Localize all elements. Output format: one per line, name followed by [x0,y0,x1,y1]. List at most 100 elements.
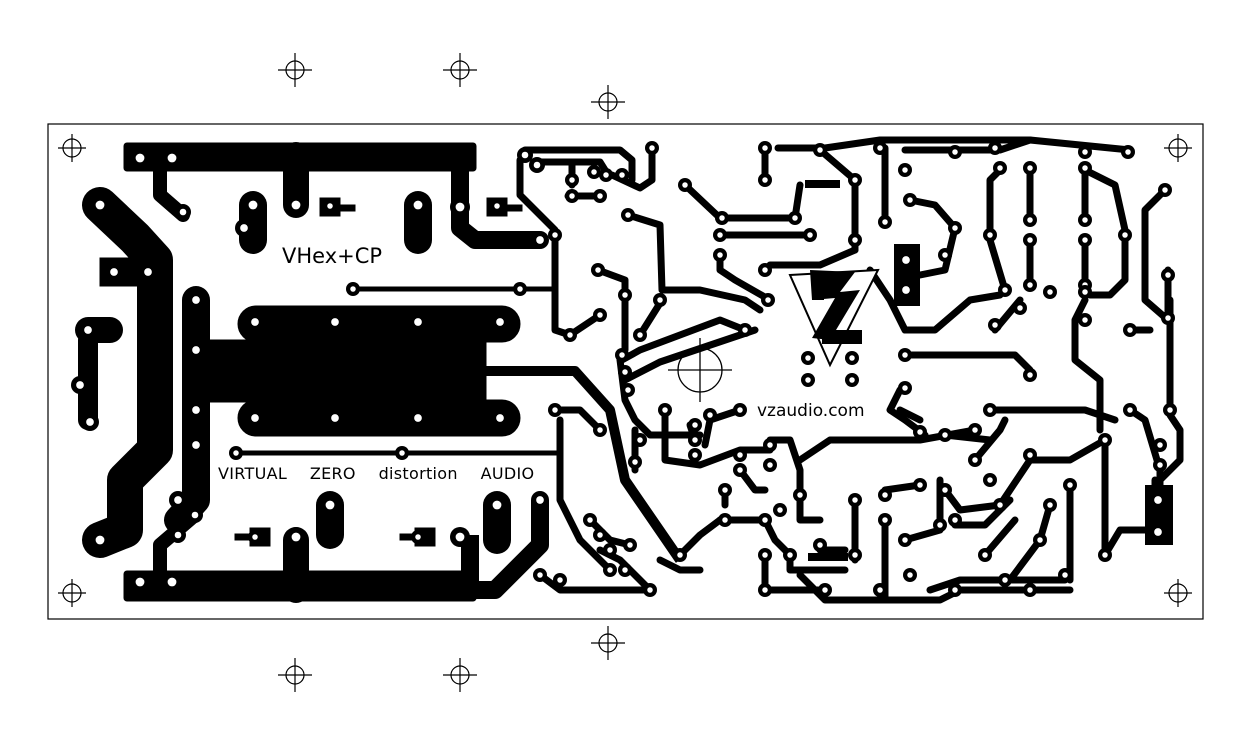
pad [621,208,635,222]
pad [79,321,97,339]
pad [713,248,727,262]
pad [618,365,632,379]
pad [763,438,777,452]
pad [903,193,917,207]
pad [395,446,409,460]
pad [813,538,827,552]
mounting-hole-icon [1164,579,1192,607]
pad [763,458,777,472]
pad [1123,403,1137,417]
pad [633,433,647,447]
pad [818,583,832,597]
pad [813,143,827,157]
pad [773,503,787,517]
pad [187,341,205,359]
pad [587,165,601,179]
pad [933,518,947,532]
pad [450,527,470,547]
pad [1058,568,1072,582]
pad [326,409,344,427]
pad [688,433,702,447]
pad [978,548,992,562]
pad [1013,301,1027,315]
pad [1043,285,1057,299]
pad [169,491,187,509]
pad [718,513,732,527]
pad [618,563,632,577]
pad [409,409,427,427]
pad [615,348,629,362]
pad [1023,213,1037,227]
pad [658,403,672,417]
pad [715,211,729,225]
pad [105,263,123,281]
pad [187,401,205,419]
pad [1023,368,1037,382]
pad [983,228,997,242]
pad [948,513,962,527]
pad [1078,313,1092,327]
pad [513,282,527,296]
pad [491,313,509,331]
pad [1163,403,1177,417]
website-label: vzaudio.com [757,401,865,421]
pad [323,199,337,213]
pad [533,568,547,582]
pad [758,513,772,527]
pad [1161,268,1175,282]
pad [1043,498,1057,512]
component-pads [71,141,1177,597]
pad [738,323,752,337]
pad [998,283,1012,297]
pad [1121,145,1135,159]
pad [81,413,99,431]
mounting-hole-icon [58,134,86,162]
pad [758,173,772,187]
fiducial-target-icon [668,338,732,402]
pad [1149,523,1167,541]
pad [653,293,667,307]
pad [758,141,772,155]
registration-mark-icon [443,53,477,87]
pad [878,488,892,502]
pad [988,141,1002,155]
pad [643,583,657,597]
pad [733,448,747,462]
pad [326,313,344,331]
pad [235,219,253,237]
pad [758,583,772,597]
pad [645,141,659,155]
mounting-hole-icon [58,579,86,607]
pad [801,351,815,365]
pad [1078,213,1092,227]
pad [162,148,182,168]
pad [491,409,509,427]
board-name-label: VHex+CP [282,244,383,268]
pad [903,568,917,582]
registration-mark-icon [278,658,312,692]
pad [733,463,747,477]
pad [948,221,962,235]
pad [1153,458,1167,472]
pad [948,583,962,597]
pad [246,313,264,331]
pad [593,308,607,322]
pad [411,530,425,544]
pad [71,376,89,394]
pad [187,291,205,309]
pad [1078,161,1092,175]
pad [801,373,815,387]
pad [621,383,635,397]
pad [623,538,637,552]
pad [130,148,150,168]
pad [898,533,912,547]
pad [593,189,607,203]
pad [845,373,859,387]
pad [599,168,613,182]
pad [703,408,717,422]
vz-logo-icon [788,268,880,368]
board-outline [47,123,1204,620]
pad [783,548,797,562]
pad [320,495,340,515]
